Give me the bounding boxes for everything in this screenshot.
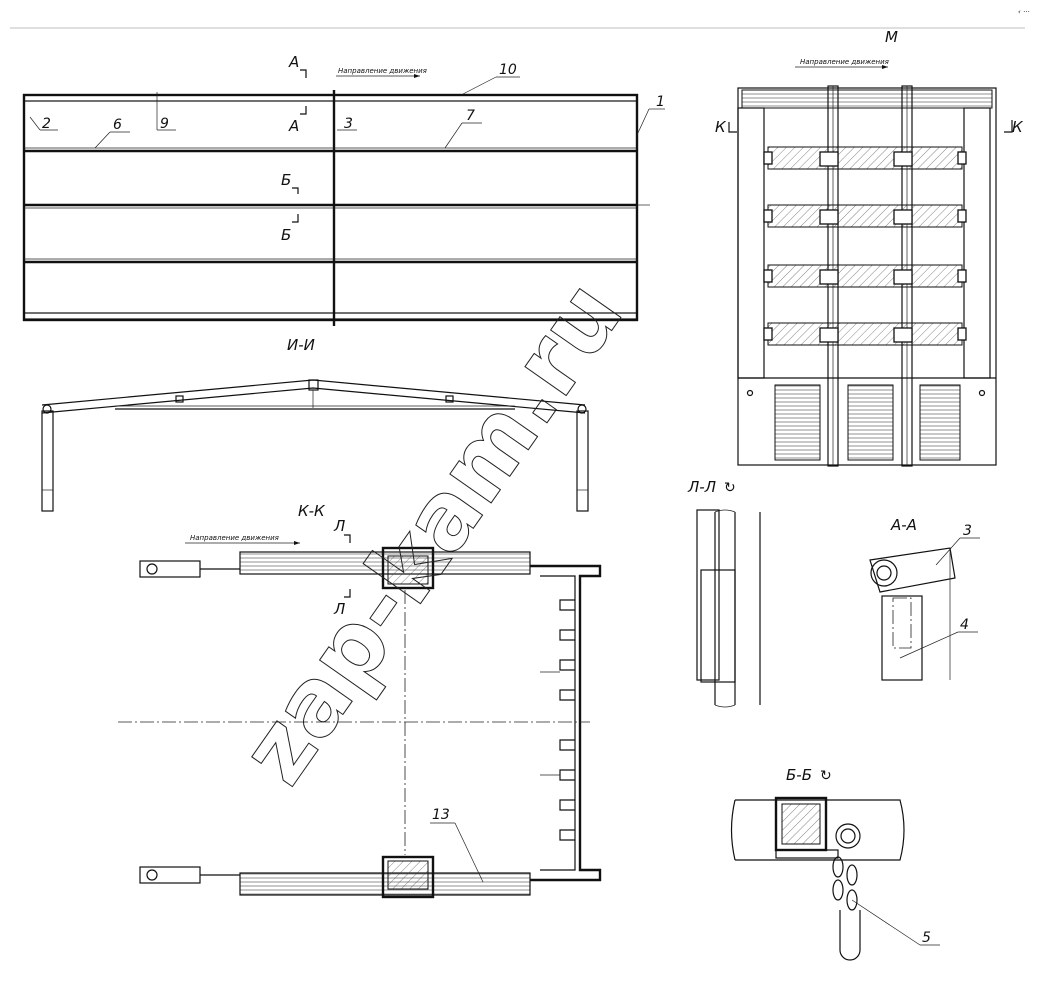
svg-text:3: 3 [344, 116, 353, 132]
svg-text:1: 1 [656, 94, 665, 110]
m-direction-label: Направление движения [800, 58, 889, 66]
aa-callout-4: 4 [960, 617, 969, 633]
plan-section-a-mid: А [288, 117, 299, 135]
bb-callout-5: 5 [922, 930, 931, 946]
kk-section-l-bot: Л [333, 600, 345, 618]
section-ii-title: И-И [287, 336, 315, 354]
section-bb: Б-Б ↻ 5 [730, 766, 940, 961]
section-ii: И-И [41, 336, 589, 512]
section-bb-title: Б-Б [786, 766, 812, 784]
section-ll-title: Л-Л [687, 478, 716, 496]
section-aa-title: А-А [890, 516, 917, 534]
svg-text:10: 10 [499, 62, 517, 78]
svg-text:6: 6 [113, 117, 122, 133]
svg-text:2: 2 [42, 116, 51, 132]
section-ll-rotate-icon: ↻ [724, 480, 736, 496]
corner-mark: ‹ ··· [1018, 8, 1030, 16]
section-kk-title: К-К [298, 502, 326, 520]
section-ll: Л-Л ↻ [687, 478, 761, 708]
kk-callout-13: 13 [432, 807, 450, 823]
kk-direction-label: Направление движения [190, 534, 279, 542]
svg-text:7: 7 [466, 108, 475, 124]
aa-callout-3: 3 [963, 523, 972, 539]
plan-section-b-top: Б [281, 171, 291, 189]
view-m-section-k-right: К [1012, 118, 1024, 136]
view-m: М Направление движения [715, 28, 1024, 467]
view-m-section-k-left: К [715, 118, 727, 136]
plan-callouts: 2 6 9 3 7 10 1 [29, 62, 665, 149]
svg-text:9: 9 [160, 116, 169, 132]
kk-section-l-top: Л [333, 517, 345, 535]
plan-section-b-bot: Б [281, 226, 291, 244]
view-m-title: М [885, 28, 898, 46]
section-kk: К-К Направление движения Л Л [118, 502, 602, 899]
section-aa: А-А 3 4 [869, 516, 980, 681]
plan-view: Направление движения А А Б Б 2 6 9 3 7 1… [22, 53, 665, 326]
plan-direction-label: Направление движения [338, 67, 427, 75]
section-bb-rotate-icon: ↻ [820, 768, 832, 784]
plan-section-a-top: А [288, 53, 299, 71]
